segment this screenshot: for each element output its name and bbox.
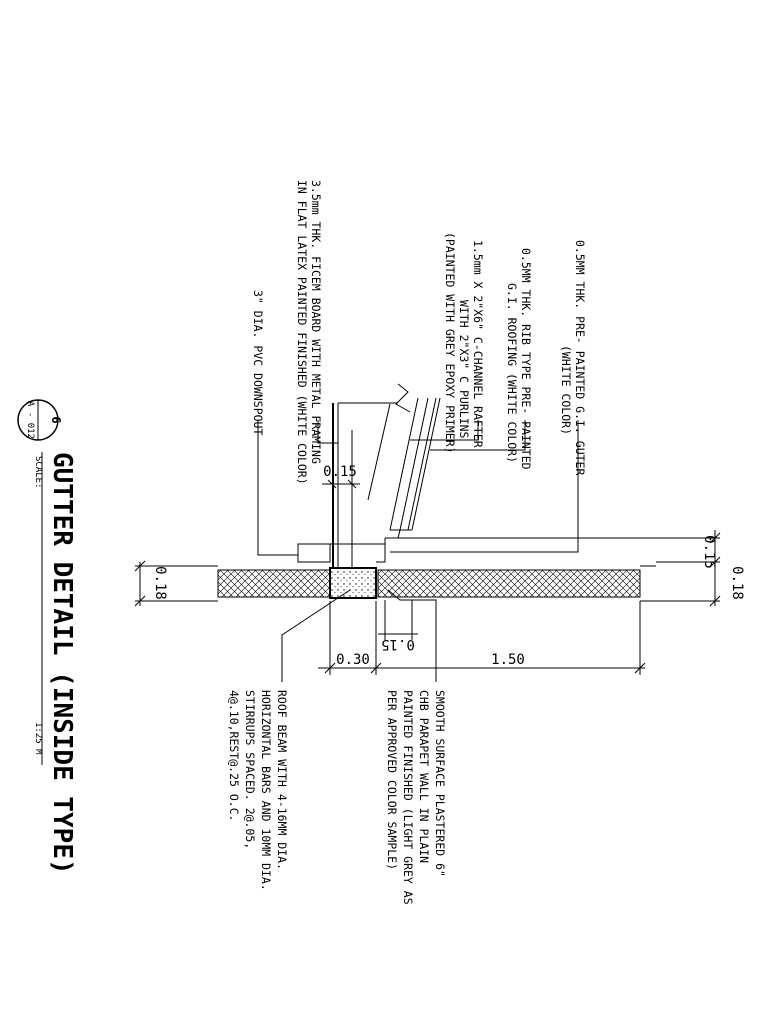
note-rafter-2: WITH 2"X3" C PURLINS bbox=[457, 300, 471, 439]
sheet-number: A - 012 bbox=[25, 401, 35, 439]
detail-title: GUTTER DETAIL (INSIDE TYPE) bbox=[47, 452, 77, 875]
c-channel-rafter bbox=[389, 397, 419, 531]
note-parapet: SMOOTH SURFACE PLASTERED 6" bbox=[433, 690, 447, 877]
note-parapet-2: CHB PARAPET WALL IN PLAIN bbox=[417, 690, 431, 863]
note-parapet-3: PAINTED FINISHED (LIGHT GREY AS bbox=[401, 690, 415, 905]
dim-015-bottom: 0.15 bbox=[381, 636, 415, 652]
note-gutter-2: (WHITE COLOR) bbox=[559, 345, 573, 435]
note-beam-4: 4@.10,REST@.25 O.C. bbox=[227, 690, 241, 822]
note-downspout: 3" DIA. PVC DOWNSPOUT bbox=[251, 290, 265, 435]
note-beam-3: STIRRUPS SPACED. 2@.05, bbox=[243, 690, 257, 849]
note-fcem: 3.5mm THK. FICEM BOARD WITH METAL FRAMIN… bbox=[309, 180, 323, 464]
note-beam-2: HORIZONTAL BARS AND 10MM DIA. bbox=[259, 690, 273, 891]
detail-number: 6 bbox=[49, 416, 63, 423]
scale-label: SCALE: bbox=[33, 456, 43, 489]
note-roofing-2: G.I. ROOFING (WHITE COLOR) bbox=[505, 283, 519, 463]
dim-015-right: 0.15 bbox=[701, 535, 717, 569]
note-beam: ROOF BEAM WITH 4-16MM DIA. bbox=[275, 690, 289, 870]
title-block: 6 A - 012 GUTTER DETAIL (INSIDE TYPE) SC… bbox=[17, 399, 77, 875]
rib-roofing bbox=[411, 397, 441, 531]
parapet-wall-right bbox=[377, 569, 641, 598]
note-rafter-3: (PAINTED WITH GREY EPOXY PRIMER) bbox=[443, 232, 457, 454]
dim-015-top: 0.15 bbox=[323, 464, 357, 480]
parapet-wall-left bbox=[217, 569, 331, 598]
note-fcem-2: IN FLAT LATEX PAINTED FINISHED (WHITE CO… bbox=[295, 180, 309, 485]
note-gutter: 0.5MM THK. PRE- PAINTED G.I. GUTER bbox=[573, 240, 587, 475]
dim-018-right: 0.18 bbox=[729, 566, 745, 600]
dimensions: 0.30 1.50 0.15 0.15 0.15 0.18 0.18 bbox=[134, 464, 745, 675]
leader-lines bbox=[257, 420, 579, 682]
note-parapet-4: PER APPROVED COLOR SAMPLE) bbox=[385, 690, 399, 870]
dim-018-left: 0.18 bbox=[152, 566, 168, 600]
dim-150: 1.50 bbox=[491, 652, 525, 668]
dim-030: 0.30 bbox=[336, 652, 370, 668]
scale-value: 1:25 M bbox=[33, 722, 43, 755]
callout-notes: 0.5MM THK. PRE- PAINTED G.I. GUTER (WHIT… bbox=[227, 180, 587, 905]
gutter bbox=[297, 538, 386, 563]
pvc-downspout bbox=[297, 543, 331, 563]
roof-beam bbox=[329, 567, 377, 599]
note-roofing: 0.5MM THK. RIB TYPE PRE- PAINTED bbox=[519, 248, 533, 470]
note-rafter: 1.5mm X 2"X6" C-CHANNEL RAFTER bbox=[471, 240, 485, 448]
